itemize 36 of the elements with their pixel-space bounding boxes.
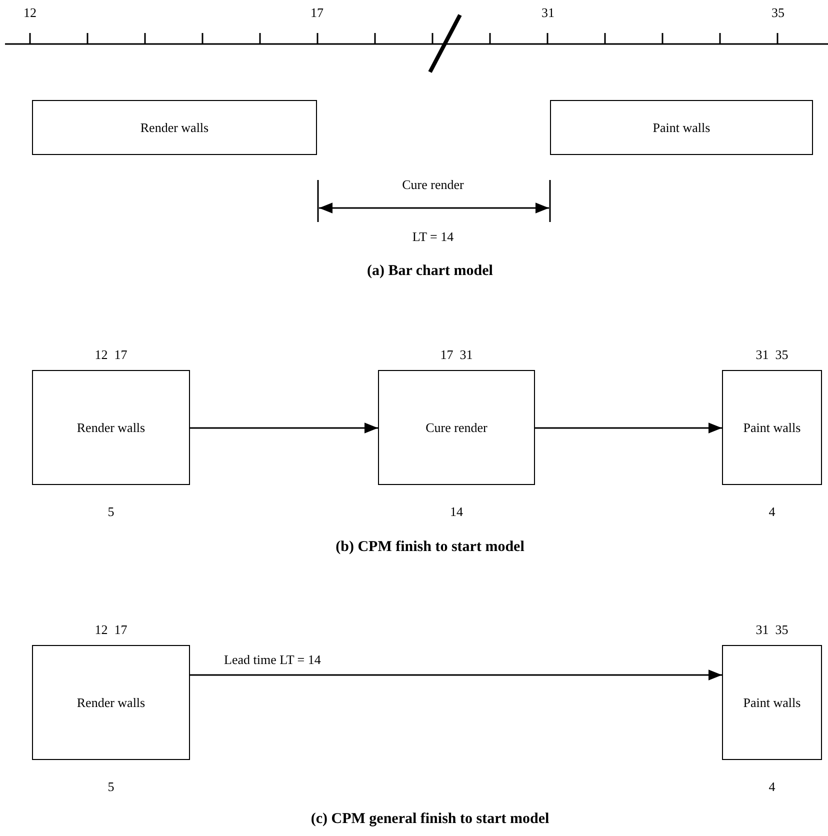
activity-name: Render walls <box>76 418 146 437</box>
tick-label: 31 <box>540 6 556 19</box>
arrow <box>535 422 722 434</box>
activity-bar <box>550 100 813 155</box>
arrow <box>190 670 722 680</box>
activity-box <box>722 645 822 760</box>
start-finish-times: 31 35 <box>754 623 790 636</box>
start-finish-times: 12 17 <box>94 348 128 361</box>
activity-name: Paint walls <box>743 694 801 712</box>
activity-name: Paint walls <box>652 118 710 137</box>
dimension-label: Cure render <box>401 178 465 191</box>
activity-name: Render walls <box>140 118 209 137</box>
tick-label: 12 <box>22 6 38 19</box>
duration: 5 <box>106 505 116 518</box>
activity-name: Cure render <box>426 418 488 437</box>
activity-box <box>378 370 535 485</box>
figure-caption: (b) CPM finish to start model <box>334 540 526 555</box>
duration: 4 <box>768 505 776 518</box>
start-finish-times: 17 31 <box>439 348 474 361</box>
start-finish-times: 31 35 <box>754 348 790 361</box>
duration: 14 <box>449 505 464 518</box>
arrow <box>190 422 378 434</box>
figure-caption: (c) CPM general finish to start model <box>310 812 550 827</box>
tick-label: 35 <box>770 6 786 19</box>
start-finish-times: 12 17 <box>94 623 128 636</box>
activity-name: Render walls <box>76 694 146 712</box>
activity-box <box>32 370 190 485</box>
activity-name: Paint walls <box>743 418 801 437</box>
duration: 5 <box>106 780 116 793</box>
activity-box <box>722 370 822 485</box>
figure-caption: (a) Bar chart model <box>366 264 494 279</box>
activity-box <box>32 645 190 760</box>
dimension-label: LT = 14 <box>411 230 455 243</box>
tick-label: 17 <box>310 6 324 19</box>
duration: 4 <box>768 780 776 793</box>
activity-bar <box>32 100 317 155</box>
